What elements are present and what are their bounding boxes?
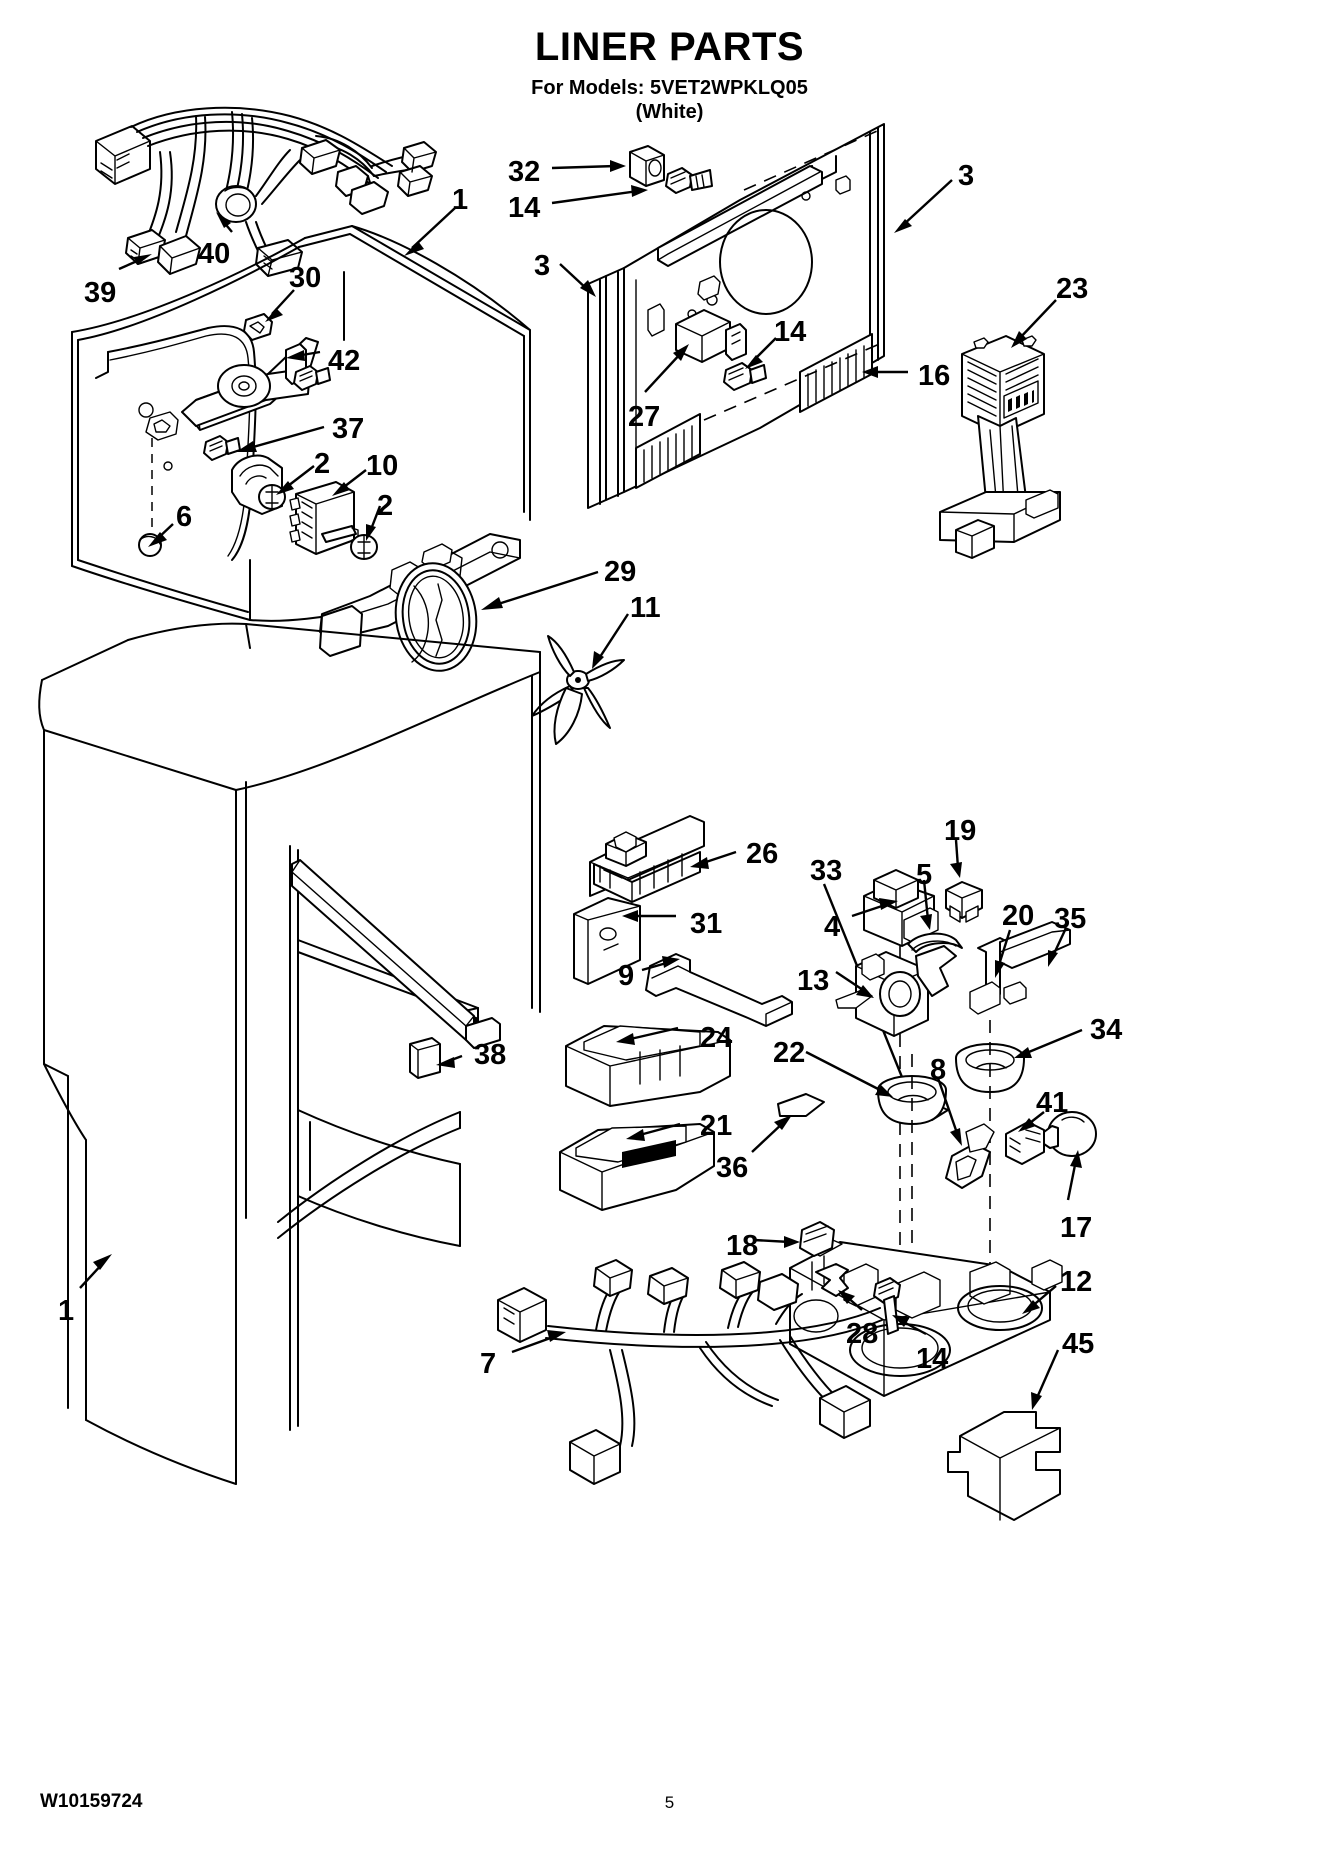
part-rod-9 xyxy=(642,954,792,1026)
screw-42 xyxy=(294,366,330,390)
part-lever-20 xyxy=(970,922,1070,1014)
vent-louver-16 xyxy=(636,414,700,488)
footer-document-code: W10159724 xyxy=(40,1791,143,1812)
callout-number-1: 1 xyxy=(452,184,469,216)
diagram-footer: W10159724 5 xyxy=(0,1791,1339,1815)
part-dispenser-23 xyxy=(940,300,1060,558)
part-bushing-32 xyxy=(630,146,664,186)
callout-number-37: 37 xyxy=(332,413,365,445)
part-plate-31 xyxy=(574,898,676,984)
screw-37 xyxy=(204,436,240,460)
model-line: For Models: 5VET2WPKLQ05 xyxy=(531,77,808,99)
part-panel-45 xyxy=(948,1350,1060,1520)
callout-number-40: 40 xyxy=(198,238,231,270)
callout-number-35: 35 xyxy=(1054,903,1087,935)
part-back-panel-3b xyxy=(552,124,952,492)
callout-number-18: 18 xyxy=(726,1230,759,1262)
part-duct-21 xyxy=(560,1124,714,1210)
callout-number-29: 29 xyxy=(604,556,637,588)
part-terminal-8 xyxy=(938,1078,994,1188)
part-wire-harness-7 xyxy=(498,1260,882,1484)
callout-number-31: 31 xyxy=(690,908,723,940)
callout-number-8: 8 xyxy=(930,1054,947,1086)
part-wire-harness-40 xyxy=(96,108,436,276)
part-socket-34 xyxy=(956,1020,1082,1300)
page-title: LINER PARTS xyxy=(534,25,805,69)
part-bulb-18 xyxy=(754,1222,834,1256)
screw-14b xyxy=(724,363,766,390)
part-connector-19 xyxy=(946,840,982,922)
part-bracket-28 xyxy=(816,1264,862,1310)
callout-number-1: 1 xyxy=(58,1295,75,1327)
callout-number-3: 3 xyxy=(958,160,975,192)
callout-number-4: 4 xyxy=(824,911,841,943)
part-grommet-38 xyxy=(410,1038,440,1078)
callout-number-27: 27 xyxy=(628,401,661,433)
diagram-header: LINER PARTS For Models: 5VET2WPKLQ05 (Wh… xyxy=(0,26,1339,124)
callout-number-7: 7 xyxy=(480,1348,497,1380)
callout-number-34: 34 xyxy=(1090,1014,1123,1046)
callout-number-19: 19 xyxy=(944,815,977,847)
callout-number-26: 26 xyxy=(746,838,779,870)
callout-number-20: 20 xyxy=(1002,900,1035,932)
part-fan-blade-11 xyxy=(532,614,628,744)
part-rear-panel-3a xyxy=(560,264,624,508)
part-socket-22 xyxy=(806,1052,946,1330)
callout-number-36: 36 xyxy=(716,1152,749,1184)
callout-number-6: 6 xyxy=(176,501,193,533)
part-control-bracket-42 xyxy=(148,338,330,547)
footer-page-number: 5 xyxy=(664,1793,675,1812)
callout-number-2: 2 xyxy=(314,448,331,480)
screw-14a xyxy=(666,168,712,193)
part-spring-clip-5 xyxy=(908,880,962,952)
screw-14c xyxy=(874,1278,926,1334)
part-clip-36 xyxy=(752,1094,824,1152)
callout-number-41: 41 xyxy=(1036,1087,1069,1119)
callout-number-38: 38 xyxy=(474,1039,507,1071)
part-control-panel-26 xyxy=(590,816,736,902)
callout-number-23: 23 xyxy=(1056,273,1089,305)
callout-number-16: 16 xyxy=(918,360,951,392)
callout-number-17: 17 xyxy=(1060,1212,1093,1244)
callout-number-11: 11 xyxy=(630,592,661,624)
callout-number-2: 2 xyxy=(377,490,394,522)
callout-number-45: 45 xyxy=(1062,1328,1095,1360)
callout-number-5: 5 xyxy=(916,859,933,891)
callout-number-30: 30 xyxy=(289,262,322,294)
part-thermostat-10 xyxy=(232,456,380,559)
callout-number-10: 10 xyxy=(366,450,399,482)
part-cabinet-liner-1 xyxy=(39,624,540,1484)
callout-number-14: 14 xyxy=(508,192,541,224)
callout-number-14: 14 xyxy=(916,1343,949,1375)
callout-number-12: 12 xyxy=(1060,1266,1093,1298)
callout-number-3: 3 xyxy=(534,250,551,282)
callout-number-32: 32 xyxy=(508,156,541,188)
callout-number-42: 42 xyxy=(328,345,361,377)
part-duct-24 xyxy=(566,1026,730,1106)
part-motor-bracket-13 xyxy=(836,946,956,1036)
callout-number-33: 33 xyxy=(810,855,843,887)
callout-number-39: 39 xyxy=(84,277,117,309)
callout-number-13: 13 xyxy=(797,965,830,997)
callout-number-24: 24 xyxy=(700,1022,733,1054)
part-freezer-liner-1 xyxy=(72,208,530,621)
part-lamp-41 xyxy=(1006,1112,1096,1200)
callout-number-21: 21 xyxy=(700,1110,733,1142)
callout-number-14: 14 xyxy=(774,316,807,348)
callout-number-22: 22 xyxy=(773,1037,806,1069)
callout-number-28: 28 xyxy=(846,1318,879,1350)
part-bracket-27 xyxy=(676,310,746,362)
color-variant: (White) xyxy=(635,100,704,123)
callout-number-9: 9 xyxy=(618,960,635,992)
